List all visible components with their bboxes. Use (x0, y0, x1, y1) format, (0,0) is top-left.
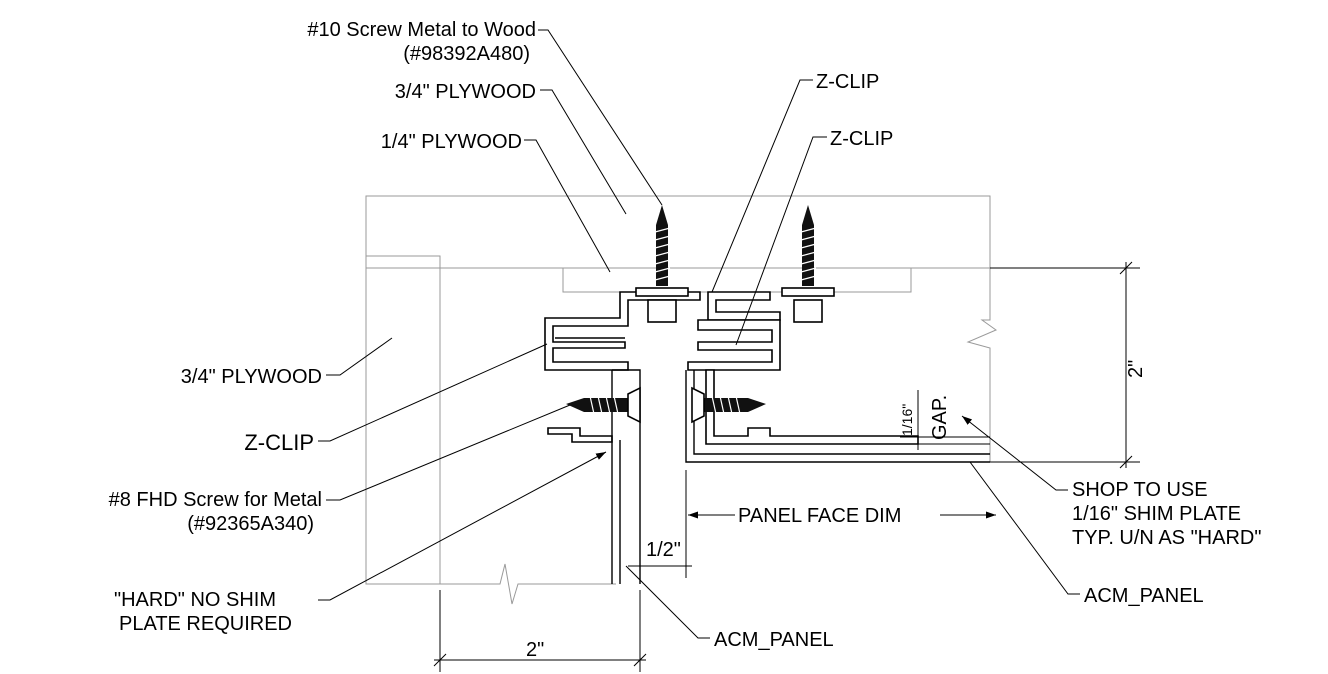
dim-height-right (990, 261, 1140, 469)
plywood-top-board (365, 195, 991, 269)
callout-plywood-top-3-4: 3/4" PLYWOOD (395, 81, 536, 103)
callout-acm-panel-bottom: ACM_PANEL (714, 629, 834, 651)
screw-metal-wood-left (635, 205, 689, 323)
callout-shop-line1: SHOP TO USE (1072, 479, 1208, 501)
callout-acm-panel-right: ACM_PANEL (1084, 585, 1204, 607)
panel-face-dim-label: PANEL FACE DIM (738, 505, 901, 527)
callout-shop-line3: TYP. U/N AS "HARD" (1072, 527, 1261, 549)
plywood-left-board (365, 255, 441, 585)
z-clip-right-assembly (687, 291, 919, 445)
screw-fhd-left (566, 386, 641, 424)
dim-width-label: 2" (526, 639, 544, 661)
dim-width-bottom (433, 590, 647, 672)
plywood-quarter-board (562, 267, 912, 293)
gap-label: GAP. (929, 395, 951, 440)
screw-metal-wood-right (781, 205, 835, 323)
callout-hard-line1: "HARD" NO SHIM (114, 589, 276, 611)
gap-dim-label: 1/16" (899, 404, 915, 436)
dim-half-inch (628, 470, 692, 578)
callout-screw-fhd-line1: #8 FHD Screw for Metal (109, 489, 322, 511)
wall-break-right (966, 268, 998, 462)
dim-height-label: 2" (1125, 360, 1147, 378)
dim-half-inch-label: 1/2" (646, 539, 681, 561)
callout-zclip-left: Z-CLIP (244, 430, 314, 455)
callout-screw-fhd-line2: (#92365A340) (187, 513, 314, 535)
dim-gap (900, 390, 990, 450)
callout-screw-metal-wood-line1: #10 Screw Metal to Wood (307, 19, 536, 41)
callout-shop-line2: 1/16" SHIM PLATE (1072, 503, 1241, 525)
screw-fhd-right (691, 386, 766, 424)
callout-zclip-top-1: Z-CLIP (816, 71, 879, 93)
callout-plywood-top-1-4: 1/4" PLYWOOD (381, 131, 522, 153)
callout-hard-line2: PLATE REQUIRED (119, 613, 292, 635)
wall-break-bottom (440, 563, 616, 605)
callout-screw-metal-wood-line2: (#98392A480) (403, 43, 530, 65)
callout-plywood-left-3-4: 3/4" PLYWOOD (181, 366, 322, 388)
callout-zclip-top-2: Z-CLIP (830, 128, 893, 150)
leaders (318, 29, 1080, 639)
